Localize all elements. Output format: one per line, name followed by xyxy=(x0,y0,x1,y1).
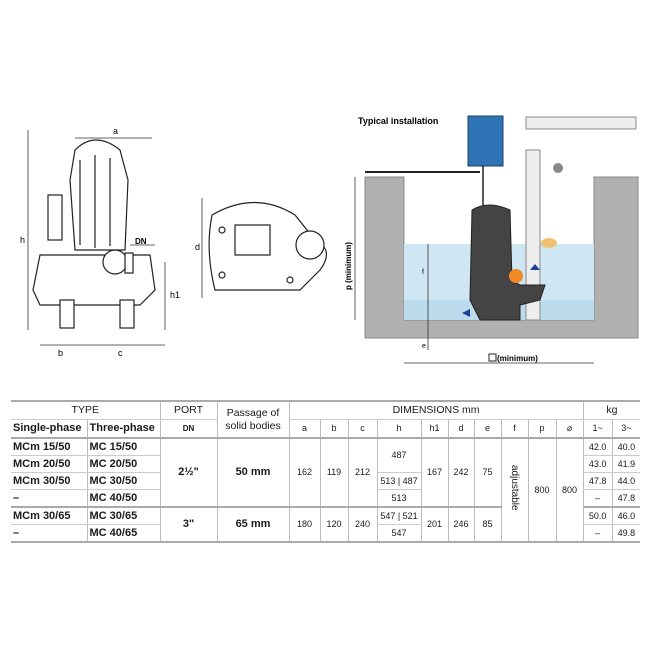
c-value: 240 xyxy=(347,506,377,543)
kg3-value: 40.0 xyxy=(611,437,641,456)
passage-value: 65 mm xyxy=(216,506,289,543)
dimension-lines xyxy=(27,130,166,346)
h1-value: 167 xyxy=(420,437,448,508)
three-phase-model: MC 20/50 xyxy=(86,455,160,473)
kg1-value: 47.8 xyxy=(582,472,613,490)
dim-p-label: p (minimum) xyxy=(344,242,353,290)
table-row: – MC 40/65 547 – 49.8 xyxy=(11,524,641,543)
col-d: d xyxy=(447,419,474,439)
single-phase-model: – xyxy=(11,524,87,543)
col-b: b xyxy=(319,419,348,439)
e-value: 75 xyxy=(473,437,501,508)
d-value: 242 xyxy=(447,437,474,508)
single-phase-model: – xyxy=(11,489,87,508)
kg1-value: 42.0 xyxy=(582,437,613,456)
h-value: 513 xyxy=(376,489,421,508)
dim-h-label: h xyxy=(20,235,25,245)
port-value: 3" xyxy=(159,506,217,543)
col-kg1: 1~ xyxy=(582,419,613,439)
installation-title: Typical installation xyxy=(358,116,438,126)
col-h: h xyxy=(376,419,421,439)
b-value: 120 xyxy=(319,506,348,543)
single-phase-model: MCm 30/65 xyxy=(11,506,87,525)
passage-value: 50 mm xyxy=(216,437,289,508)
dim-b-label: b xyxy=(58,348,63,358)
header-port: PORT xyxy=(159,401,217,420)
three-phase-model: MC 40/50 xyxy=(86,489,160,508)
col-h1: h1 xyxy=(420,419,448,439)
kg3-value: 41.9 xyxy=(611,455,641,473)
kg1-value: – xyxy=(582,524,613,543)
table-row: MCm 30/65 MC 30/65 3" 65 mm 180 120 240 … xyxy=(11,506,641,543)
installation-diagram xyxy=(364,115,639,339)
three-phase-model: MC 30/65 xyxy=(86,506,160,525)
h-value: 487 xyxy=(376,437,421,473)
table-row: MCm 30/50 MC 30/50 513 | 487 47.8 44.0 xyxy=(11,472,641,490)
header-passage-1: Passage of xyxy=(226,406,280,419)
header-kg: kg xyxy=(582,401,641,420)
p-value: 800 xyxy=(527,437,556,543)
a-value: 162 xyxy=(288,437,320,508)
e-value: 85 xyxy=(473,506,501,543)
h-value: 547 xyxy=(376,524,421,543)
dim-d-label: d xyxy=(195,242,200,252)
dim-width-label: (minimum) xyxy=(497,354,538,363)
single-phase-model: MCm 30/50 xyxy=(11,472,87,490)
h-value: 513 | 487 xyxy=(376,472,421,490)
col-f: f xyxy=(500,419,528,439)
f-value: adjustable xyxy=(509,464,520,511)
dim-a-label: a xyxy=(113,126,118,136)
kg1-value: 43.0 xyxy=(582,455,613,473)
col-p: p xyxy=(527,419,556,439)
col-kg3: 3~ xyxy=(611,419,641,439)
header-type: TYPE xyxy=(11,401,160,420)
c-value: 212 xyxy=(347,437,377,508)
kg3-value: 47.8 xyxy=(611,489,641,508)
header-three-phase: Three-phase xyxy=(86,419,160,439)
square-symbol-icon xyxy=(488,353,497,362)
installation-dimension-lines xyxy=(354,177,594,364)
header-single-phase: Single-phase xyxy=(11,419,87,439)
h1-value: 201 xyxy=(420,506,448,543)
header-dimensions: DIMENSIONS mm xyxy=(288,401,584,420)
col-c: c xyxy=(347,419,377,439)
d-value: 246 xyxy=(447,506,474,543)
kg3-value: 49.8 xyxy=(611,524,641,543)
dim-c-label: c xyxy=(118,348,123,358)
three-phase-model: MC 15/50 xyxy=(86,437,160,456)
single-phase-model: MCm 15/50 xyxy=(11,437,87,456)
dim-e-label: e xyxy=(422,343,426,350)
port-value: 2½" xyxy=(159,437,217,508)
table-row: MCm 15/50 MC 15/50 2½" 50 mm 162 119 212… xyxy=(11,437,641,543)
three-phase-model: MC 40/65 xyxy=(86,524,160,543)
kg1-value: 50.0 xyxy=(582,506,613,525)
dim-dn-label: DN xyxy=(135,237,147,246)
kg3-value: 44.0 xyxy=(611,472,641,490)
b-value: 119 xyxy=(319,437,348,508)
col-a: a xyxy=(288,419,320,439)
h-value: 547 | 521 xyxy=(376,506,421,525)
table-row: MCm 20/50 MC 20/50 43.0 41.9 xyxy=(11,455,641,473)
dim-h1-label: h1 xyxy=(170,290,180,300)
col-e: e xyxy=(473,419,501,439)
dim-f-label: f xyxy=(422,269,424,276)
single-phase-model: MCm 20/50 xyxy=(11,455,87,473)
header-dn: DN xyxy=(159,419,217,439)
pump-bottom-view xyxy=(208,201,327,291)
header-passage-2: solid bodies xyxy=(225,419,281,432)
technical-drawings: a h DN h1 b c d Typical installation p (… xyxy=(20,115,639,364)
kg3-value: 46.0 xyxy=(611,506,641,525)
kg1-value: – xyxy=(582,489,613,508)
pump-side-view xyxy=(32,139,156,329)
three-phase-model: MC 30/50 xyxy=(86,472,160,490)
square-value: 800 xyxy=(555,437,584,543)
col-square: ⌀ xyxy=(555,419,584,439)
a-value: 180 xyxy=(288,506,320,543)
